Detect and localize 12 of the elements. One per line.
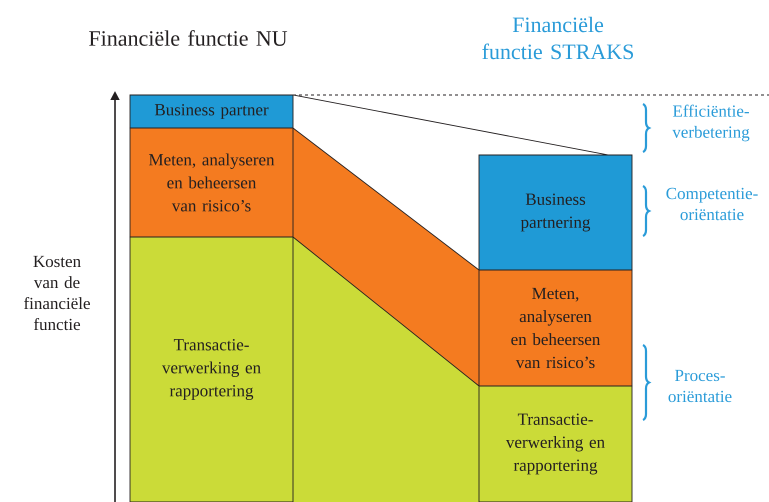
bar-segment: Business partner	[130, 94, 294, 128]
bar-segment: Transactie-verwerking en rapportering	[478, 386, 632, 502]
bar-segment: Meten, analyseren en beheersen van risico’s	[478, 270, 632, 386]
brace-label: Efficiëntie-verbetering	[672, 104, 750, 142]
brace-label: Proces-oriëntatie	[668, 370, 732, 402]
brace-label: Competentie-oriëntatie	[666, 188, 758, 220]
column-title: Financiële functie NU	[89, 30, 288, 46]
bar-segment: Business partnering	[478, 154, 632, 270]
column-title: Financiële functie STRAKS	[482, 16, 634, 60]
bar-segment: Transactie-verwerking en rapportering	[130, 236, 294, 502]
bar-segment: Meten, analyseren en beheersen van risico’s	[130, 128, 294, 238]
axis-label: Kosten van de financiële functie	[24, 256, 90, 330]
